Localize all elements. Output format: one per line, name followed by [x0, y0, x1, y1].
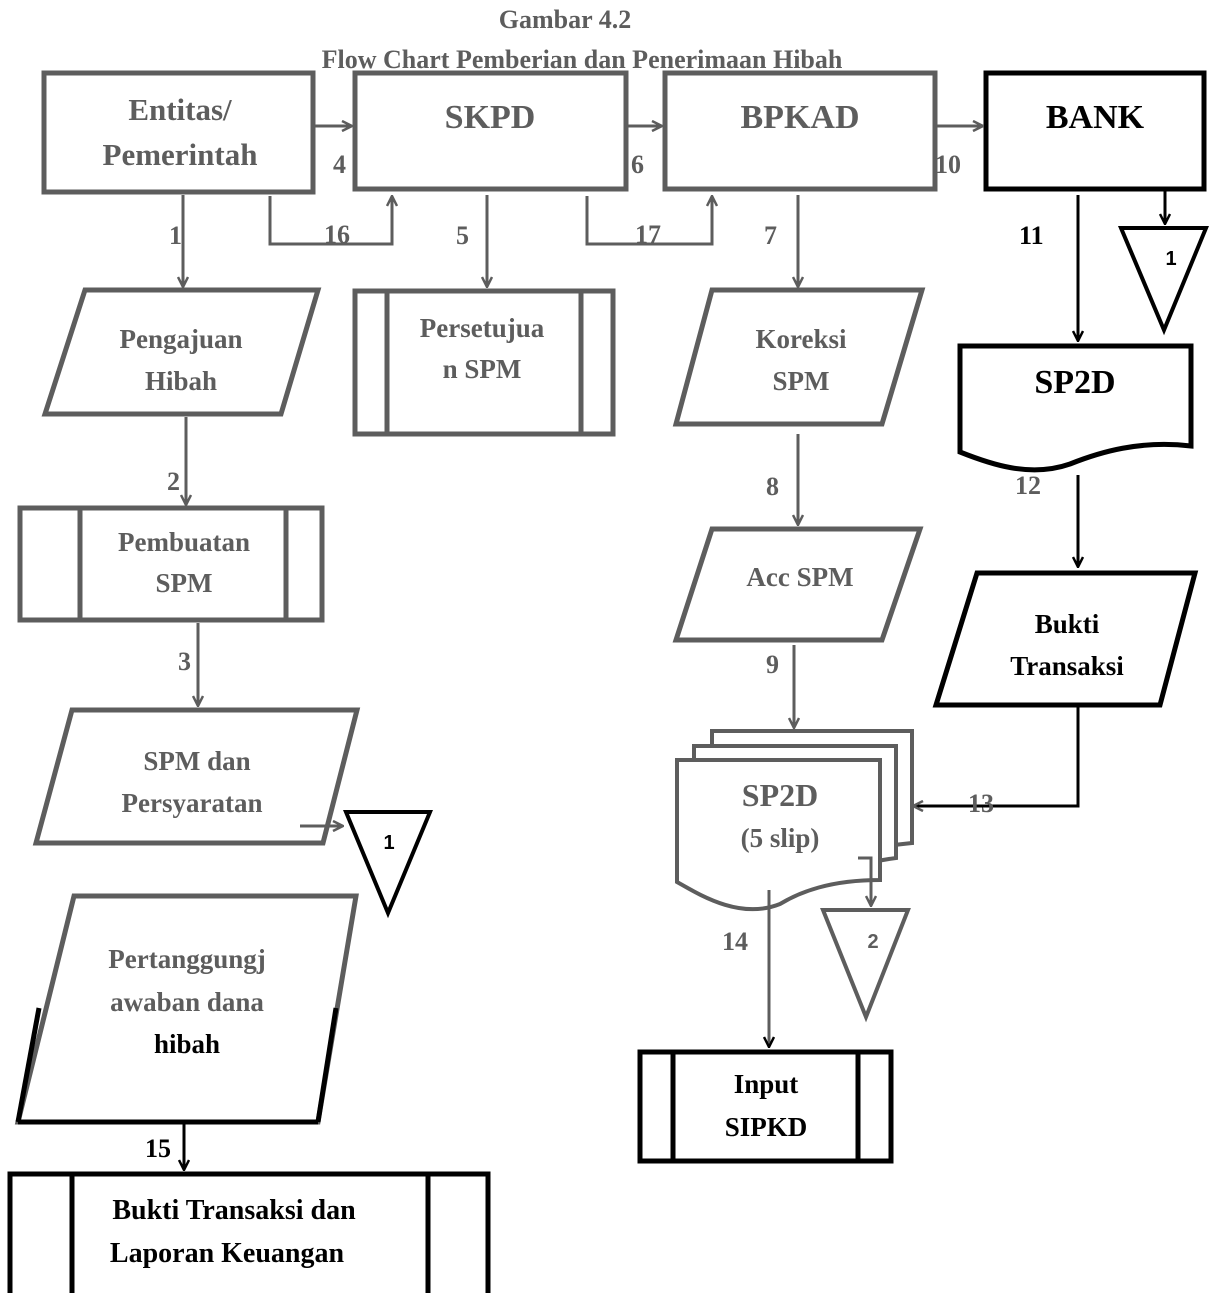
- pertanggung-label-1: Pertanggungj: [108, 944, 266, 974]
- bpkad-box: BPKAD: [662, 70, 938, 192]
- step-8: 8: [766, 472, 779, 501]
- koreksi-label-2: SPM: [773, 366, 830, 396]
- bukti-label-1: Bukti: [1035, 609, 1100, 639]
- connector-1-left-label: 1: [383, 832, 394, 854]
- offpage-connector-1-left: 1: [343, 810, 433, 919]
- step-6: 6: [631, 150, 644, 179]
- step-10: 10: [935, 150, 961, 179]
- offpage-connector-2: 2: [820, 908, 911, 1023]
- pertanggung-label-2: awaban dana: [110, 987, 264, 1017]
- persetujuan-spm-process: Persetujua n SPM: [352, 288, 616, 437]
- entitas-label-2: Pemerintah: [103, 137, 258, 172]
- step-17: 17: [635, 220, 661, 249]
- arrow-13: [913, 707, 1080, 806]
- acc-label: Acc SPM: [746, 562, 853, 592]
- spm-persyaratan-input: SPM dan Persyaratan: [32, 707, 361, 846]
- input-label-1: Input: [734, 1069, 799, 1099]
- arrow-16: [268, 196, 392, 246]
- sp2d-5-slip-document: SP2D (5 slip): [675, 729, 914, 912]
- step-7: 7: [764, 221, 777, 250]
- figure-title: Flow Chart Pemberian dan Penerimaan Hiba…: [322, 45, 843, 74]
- input-sipkd-process: Input SIPKD: [637, 1049, 894, 1164]
- pembuatan-label-1: Pembuatan: [118, 527, 250, 557]
- pertanggung-label-3: hibah: [154, 1029, 220, 1059]
- koreksi-spm-input: Koreksi SPM: [672, 287, 926, 427]
- sp2d-slip-label-1: SP2D: [742, 777, 818, 813]
- pengajuan-label-2: Hibah: [145, 366, 217, 396]
- bank-label: BANK: [1046, 99, 1145, 136]
- bukti-transaksi-input: Bukti Transaksi: [932, 570, 1199, 708]
- figure-number: Gambar 4.2: [499, 5, 631, 34]
- persetujuan-label-1: Persetujua: [420, 313, 545, 343]
- entitas-box: Entitas/ Pemerintah: [41, 70, 316, 195]
- sp2d-slip-label-2: (5 slip): [741, 823, 820, 853]
- spm-persyaratan-label-1: SPM dan: [143, 746, 250, 776]
- laporan-label-2: Laporan Keuangan: [110, 1238, 345, 1269]
- pengajuan-hibah-input: Pengajuan Hibah: [41, 287, 322, 417]
- bukti-label-2: Transaksi: [1010, 651, 1124, 681]
- step-15: 15: [145, 1134, 171, 1163]
- offpage-connector-1-right: 1: [1117, 226, 1209, 336]
- connector-1-right-label: 1: [1165, 248, 1176, 270]
- spm-persyaratan-label-2: Persyaratan: [122, 788, 263, 818]
- step-12: 12: [1015, 471, 1041, 500]
- pengajuan-label-1: Pengajuan: [119, 324, 242, 354]
- step-4: 4: [333, 150, 346, 179]
- persetujuan-label-2: n SPM: [443, 354, 522, 384]
- laporan-keuangan-process: Bukti Transaksi dan Laporan Keuangan: [7, 1171, 491, 1293]
- step-5: 5: [456, 221, 469, 250]
- laporan-label-1: Bukti Transaksi dan: [112, 1195, 356, 1226]
- input-label-2: SIPKD: [725, 1112, 808, 1142]
- bank-box: BANK: [983, 70, 1207, 192]
- arrow-to-connector-2: [858, 856, 871, 906]
- entitas-label-1: Entitas/: [128, 92, 232, 127]
- step-11: 11: [1019, 221, 1044, 250]
- step-13: 13: [968, 789, 994, 818]
- step-1: 1: [169, 221, 182, 250]
- step-2: 2: [167, 467, 180, 496]
- acc-spm-input: Acc SPM: [672, 526, 924, 643]
- skpd-label: SKPD: [445, 99, 536, 136]
- sp2d-bank-label: SP2D: [1034, 364, 1115, 401]
- pertanggungjawaban-input: Pertanggungj awaban dana hibah: [14, 893, 359, 1125]
- pembuatan-label-2: SPM: [156, 568, 213, 598]
- step-16: 16: [324, 220, 350, 249]
- step-9: 9: [766, 650, 779, 679]
- step-3: 3: [178, 647, 191, 676]
- arrow-17: [585, 196, 712, 246]
- skpd-box: SKPD: [352, 70, 629, 192]
- bpkad-label: BPKAD: [741, 99, 860, 136]
- step-14: 14: [722, 927, 748, 956]
- step-numbers: 1 16 4 5 6 17 7 10 11 2 8 12 3 9 13 14 1…: [145, 150, 1044, 1163]
- pembuatan-spm-process: Pembuatan SPM: [17, 505, 325, 623]
- koreksi-label-1: Koreksi: [755, 324, 847, 354]
- connector-2-label: 2: [867, 931, 878, 953]
- sp2d-bank-document: SP2D: [957, 343, 1194, 473]
